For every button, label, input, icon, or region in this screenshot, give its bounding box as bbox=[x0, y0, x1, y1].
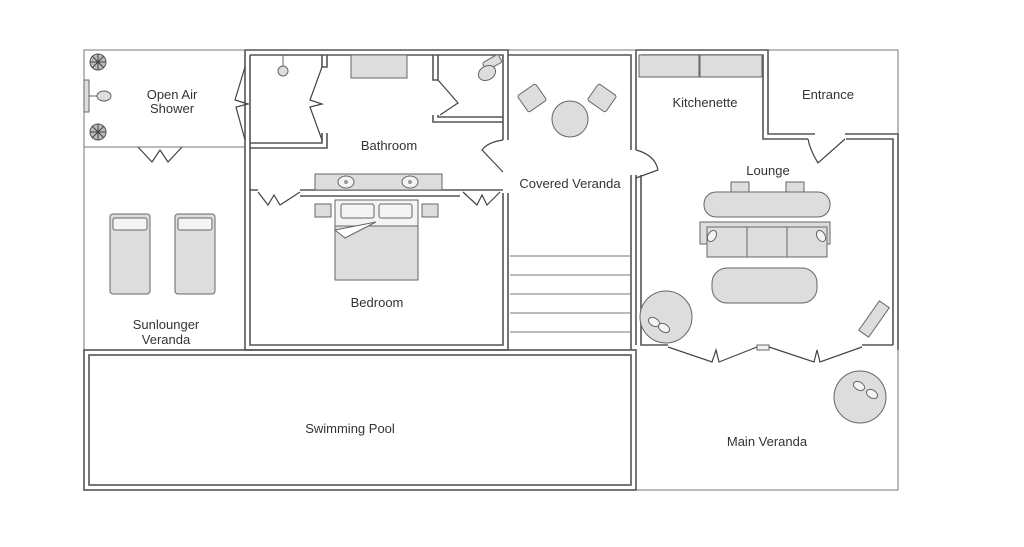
room-label-sunlounger-line2: Veranda bbox=[142, 332, 191, 347]
kitchen-counter bbox=[638, 54, 700, 78]
tv-icon bbox=[858, 300, 890, 338]
room-label-sunlounger-line1: Sunlounger bbox=[133, 317, 200, 332]
door[interactable] bbox=[234, 66, 251, 141]
room-label-covered-veranda: Covered Veranda bbox=[519, 176, 621, 191]
room-label-entrance: Entrance bbox=[802, 87, 854, 102]
armchair-icon bbox=[587, 83, 617, 113]
vanity-counter bbox=[314, 173, 443, 191]
room-label-kitchenette: Kitchenette bbox=[672, 95, 737, 110]
room-label-bedroom: Bedroom bbox=[351, 295, 404, 310]
bean-bag-icon bbox=[639, 290, 693, 344]
sunlounger-veranda: Sunlounger Veranda bbox=[84, 213, 245, 351]
stool bbox=[730, 181, 750, 193]
armchair-icon bbox=[517, 83, 547, 113]
door[interactable] bbox=[635, 149, 659, 179]
sink-icon bbox=[401, 175, 419, 189]
lounge-block: Kitchenette Entrance Lounge bbox=[636, 49, 899, 363]
covered-veranda: Covered Veranda bbox=[508, 50, 659, 350]
room-label-lounge: Lounge bbox=[746, 163, 789, 178]
bean-bag-icon bbox=[833, 370, 887, 424]
door[interactable] bbox=[309, 66, 325, 141]
door[interactable] bbox=[481, 139, 504, 173]
room-label-open-air-shower-line2: Shower bbox=[150, 101, 195, 116]
round-table-icon bbox=[551, 100, 589, 138]
door[interactable] bbox=[462, 191, 501, 207]
shower-head-icon bbox=[83, 79, 112, 113]
kitchen-counter bbox=[699, 54, 763, 78]
door[interactable] bbox=[437, 79, 459, 116]
plant-icon bbox=[89, 123, 107, 141]
sunlounger-icon bbox=[109, 213, 151, 295]
bath-cabinet bbox=[350, 54, 408, 79]
double-bed-icon bbox=[333, 199, 419, 281]
nightstand bbox=[421, 203, 439, 218]
sofa-icon bbox=[699, 221, 831, 258]
door[interactable] bbox=[768, 346, 863, 363]
room-label-swimming-pool: Swimming Pool bbox=[305, 421, 395, 436]
stool bbox=[785, 181, 805, 193]
door[interactable] bbox=[137, 146, 183, 163]
door-post bbox=[756, 344, 770, 351]
room-label-main-veranda: Main Veranda bbox=[727, 434, 808, 449]
room-label-open-air-shower-line1: Open Air bbox=[147, 87, 198, 102]
coffee-table-icon bbox=[711, 267, 818, 304]
toilet-icon bbox=[477, 54, 503, 82]
dining-table bbox=[703, 191, 831, 218]
door[interactable] bbox=[667, 346, 758, 363]
plant-icon bbox=[89, 53, 107, 71]
open-air-shower-room: Open Air Shower bbox=[83, 53, 245, 163]
swimming-pool: Swimming Pool bbox=[83, 349, 637, 491]
stairs bbox=[510, 255, 631, 333]
main-veranda: Main Veranda bbox=[727, 370, 887, 449]
nightstand bbox=[314, 203, 332, 218]
door[interactable] bbox=[807, 138, 846, 164]
sink-icon bbox=[337, 175, 355, 189]
room-label-bathroom: Bathroom bbox=[361, 138, 417, 153]
door[interactable] bbox=[257, 191, 301, 207]
shower-head-icon bbox=[277, 55, 289, 77]
sunlounger-icon bbox=[174, 213, 216, 295]
